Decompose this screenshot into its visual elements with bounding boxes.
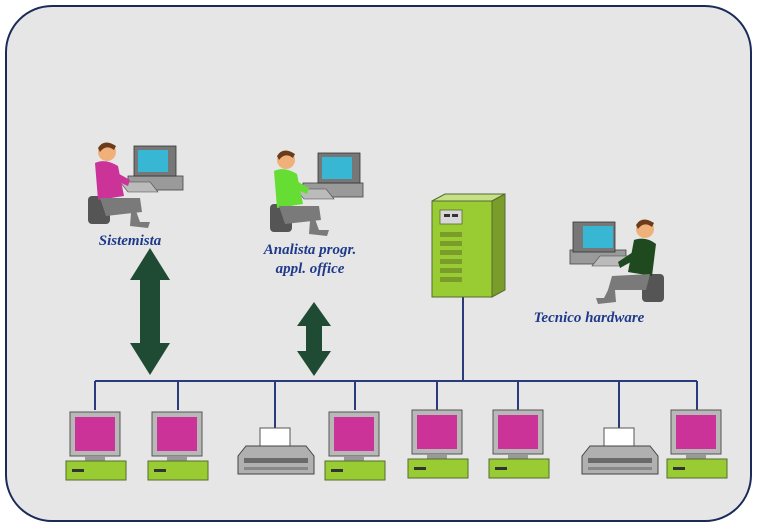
server-icon bbox=[431, 193, 506, 298]
sistemista-workstation-icon bbox=[88, 142, 184, 228]
network-bus bbox=[94, 296, 698, 428]
tecnico-workstation-icon bbox=[569, 219, 664, 304]
label-analista-line2: appl. office bbox=[275, 261, 345, 277]
label-analista-line1: Analista progr. bbox=[263, 242, 357, 258]
terminal-icon bbox=[324, 411, 386, 481]
label-tecnico-hardware: Tecnico hardware bbox=[533, 310, 645, 326]
double-arrow-icon bbox=[297, 302, 331, 376]
terminal-icon bbox=[488, 409, 550, 479]
printer-icon bbox=[581, 427, 659, 475]
double-arrow-icon bbox=[130, 248, 170, 375]
diagram-panel bbox=[5, 5, 752, 522]
terminal-icon bbox=[65, 411, 127, 481]
terminal-icon bbox=[666, 409, 728, 479]
terminal-icon bbox=[407, 409, 469, 479]
analista-workstation-icon bbox=[270, 150, 364, 236]
terminal-icon bbox=[147, 411, 209, 481]
printer-icon bbox=[237, 427, 315, 475]
label-sistemista: Sistemista bbox=[98, 233, 162, 249]
